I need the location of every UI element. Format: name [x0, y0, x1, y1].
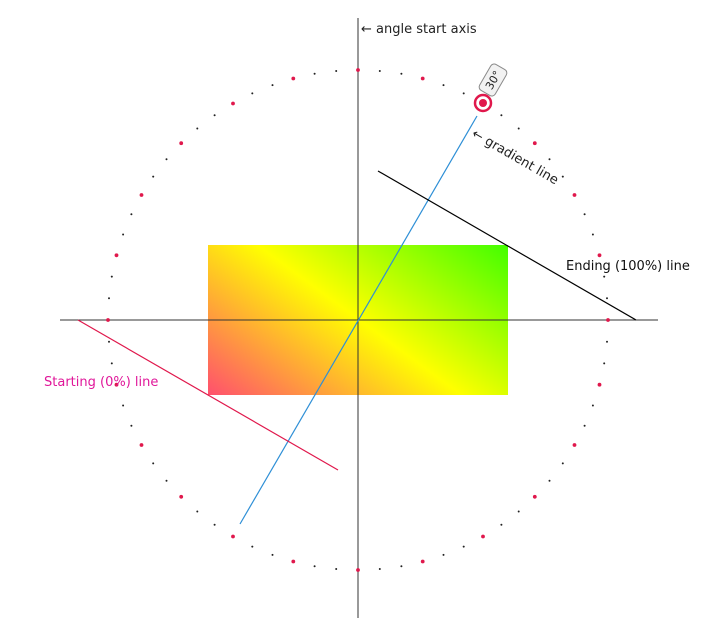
angle-dot-minor	[583, 424, 586, 427]
angle-dot-major	[291, 559, 296, 564]
angle-dot-minor	[152, 462, 155, 465]
angle-dot-minor	[603, 275, 606, 278]
angle-dot-minor	[213, 523, 216, 526]
angle-badge: 30°	[478, 63, 508, 97]
angle-dot-minor	[583, 213, 586, 216]
angle-dot-major	[606, 318, 610, 322]
angle-dot-minor	[500, 523, 503, 526]
angle-dot-minor	[378, 70, 381, 72]
angle-knob[interactable]	[473, 93, 493, 113]
angle-dot-minor	[110, 362, 113, 365]
angle-knob-center[interactable]	[479, 99, 487, 107]
angle-dot-major	[106, 318, 110, 322]
angle-dot-minor	[462, 92, 465, 95]
angle-dot-minor	[400, 565, 403, 568]
angle-dot-minor	[130, 213, 133, 216]
angle-badge-box	[478, 63, 508, 97]
angle-dot-major	[481, 534, 485, 539]
starting-line-label: Starting (0%) line	[44, 375, 158, 390]
angle-dot-minor	[196, 510, 199, 513]
angle-dot-minor	[548, 158, 551, 161]
ending-line-label: Ending (100%) line	[566, 259, 690, 274]
angle-dot-minor	[606, 340, 608, 343]
angle-dot-major	[179, 141, 184, 146]
angle-dot-minor	[517, 127, 520, 130]
angle-dot-major	[356, 568, 360, 572]
angle-dot-minor	[335, 70, 338, 72]
angle-dot-minor	[591, 404, 594, 407]
angle-start-axis-label: ← angle start axis	[361, 22, 477, 37]
angle-dot-major	[231, 101, 235, 106]
angle-dot-major	[291, 76, 296, 81]
angle-dot-minor	[110, 275, 113, 278]
angle-dot-minor	[213, 114, 216, 117]
angle-dot-major	[139, 443, 144, 447]
angle-dot-major	[572, 443, 577, 447]
angle-dot-major	[420, 559, 425, 564]
angle-dot-major	[356, 68, 360, 72]
angle-dot-major	[114, 382, 119, 387]
angle-dot-minor	[500, 114, 503, 117]
angle-dot-minor	[313, 565, 316, 568]
angle-dot-minor	[400, 72, 403, 75]
angle-dot-minor	[561, 175, 564, 178]
angle-dot-minor	[442, 553, 445, 556]
angle-dot-minor	[108, 297, 110, 300]
angle-dot-major	[231, 534, 235, 539]
angle-dot-major	[597, 253, 602, 258]
angle-dot-minor	[152, 175, 155, 178]
angle-dot-minor	[378, 568, 381, 570]
angle-dot-minor	[591, 233, 594, 236]
angle-dot-major	[532, 494, 537, 499]
angle-dot-major	[532, 141, 537, 146]
angle-dot-minor	[335, 568, 338, 570]
angle-dot-minor	[165, 158, 168, 161]
angle-dot-circle	[106, 68, 610, 572]
angle-dot-major	[572, 193, 577, 197]
angle-dot-major	[114, 253, 119, 258]
angle-dot-major	[420, 76, 425, 81]
angle-dot-minor	[251, 92, 254, 95]
gradient-line-label: ← gradient line	[469, 126, 561, 188]
angle-dot-minor	[251, 545, 254, 548]
starting-line	[77, 319, 339, 471]
angle-dot-minor	[122, 233, 125, 236]
angle-dot-minor	[271, 84, 274, 87]
angle-dot-minor	[517, 510, 520, 513]
angle-dot-minor	[606, 297, 608, 300]
angle-dot-minor	[548, 479, 551, 482]
angle-dot-major	[139, 193, 144, 197]
angle-dot-minor	[130, 424, 133, 427]
angle-dot-minor	[603, 362, 606, 365]
angle-dot-minor	[165, 479, 168, 482]
ending-line	[377, 170, 637, 321]
angle-dot-minor	[561, 462, 564, 465]
angle-dot-major	[597, 382, 602, 387]
angle-dot-minor	[108, 340, 110, 343]
angle-dot-minor	[462, 545, 465, 548]
angle-dot-major	[179, 494, 184, 499]
angle-dot-minor	[313, 72, 316, 75]
gradient-line	[239, 115, 478, 525]
angle-dot-minor	[122, 404, 125, 407]
angle-dot-minor	[271, 553, 274, 556]
angle-dot-minor	[442, 84, 445, 87]
angle-dot-minor	[196, 127, 199, 130]
